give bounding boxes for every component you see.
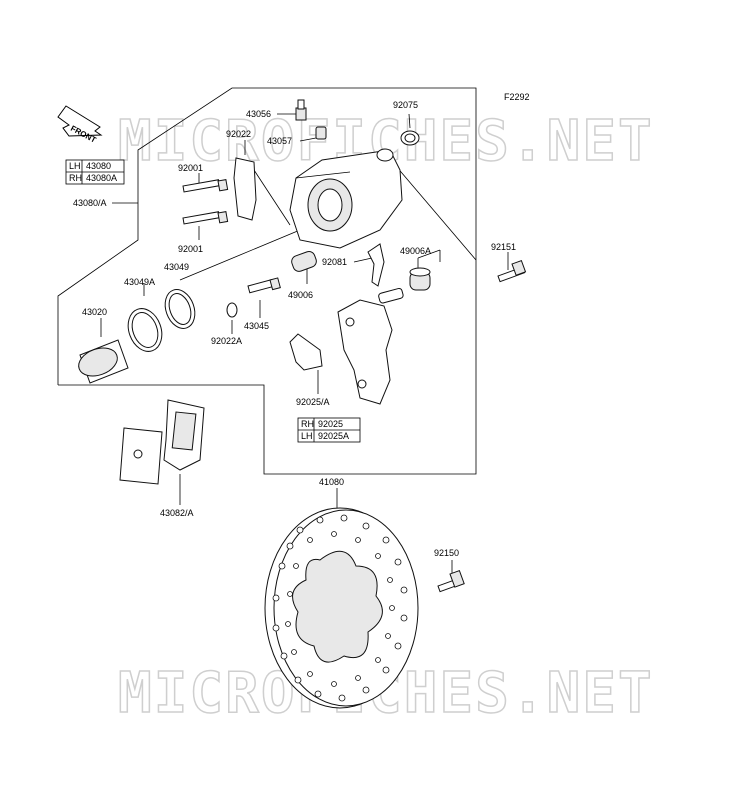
caliper-part-1: 43080 xyxy=(86,161,111,171)
label-92001-bottom: 92001 xyxy=(178,244,203,254)
label-49006: 49006 xyxy=(288,290,313,300)
pad-spring-92025 xyxy=(289,333,323,371)
caliper-part-2: 43080A xyxy=(86,173,117,183)
label-92075: 92075 xyxy=(393,100,418,110)
caliper-side-1: LH xyxy=(69,161,81,171)
label-92150: 92150 xyxy=(434,548,459,558)
brake-disc-41080 xyxy=(264,507,419,709)
assembly-outline xyxy=(57,87,477,475)
caliper-body xyxy=(289,148,403,249)
brake-pads xyxy=(119,399,205,485)
part-labels: 43056 43057 92075 92022 92001 92001 4308… xyxy=(73,100,516,558)
label-41080: 41080 xyxy=(319,477,344,487)
label-43082A: 43082/A xyxy=(160,508,194,518)
label-43049A: 43049A xyxy=(124,277,155,287)
pad-spring-92022 xyxy=(233,157,257,221)
bracket-part-2: 92025A xyxy=(318,431,349,441)
bolt-92150 xyxy=(437,569,465,593)
bleed-cap xyxy=(315,126,327,140)
bracket-part-1: 92025 xyxy=(318,419,343,429)
variant-table-caliper: LH 43080 RH 43080A xyxy=(65,159,125,185)
label-92022A: 92022A xyxy=(211,336,242,346)
label-43057: 43057 xyxy=(267,136,292,146)
label-92001-top: 92001 xyxy=(178,163,203,173)
bolt-92151 xyxy=(497,259,527,283)
label-43056: 43056 xyxy=(246,109,271,119)
bracket-side-1: RH xyxy=(301,419,314,429)
spring-92081 xyxy=(367,243,385,287)
variant-table-bracket: RH 92025 LH 92025A xyxy=(297,417,361,443)
caliper-bracket xyxy=(337,287,404,405)
bleed-valve xyxy=(295,99,307,121)
bolt-92001-top xyxy=(182,179,229,193)
clip-92022A xyxy=(226,302,238,318)
label-43020: 43020 xyxy=(82,307,107,317)
bolt-92001-bottom xyxy=(182,211,229,225)
boot-49006A xyxy=(409,267,431,291)
leader-lines xyxy=(100,113,509,574)
label-43045: 43045 xyxy=(244,321,269,331)
caliper-side-2: RH xyxy=(69,173,82,183)
boot-49006 xyxy=(291,250,317,272)
pin-43045 xyxy=(247,277,281,294)
label-43080A: 43080/A xyxy=(73,198,107,208)
label-92025A: 92025/A xyxy=(296,397,330,407)
bracket-side-2: LH xyxy=(301,431,313,441)
label-92081: 92081 xyxy=(322,257,347,267)
label-92022: 92022 xyxy=(226,129,251,139)
figure-code: F2292 xyxy=(504,92,530,102)
label-43049: 43049 xyxy=(164,262,189,272)
label-92151: 92151 xyxy=(491,242,516,252)
front-arrow-icon: FRONT xyxy=(57,105,103,145)
label-49006A: 49006A xyxy=(400,246,431,256)
piston-43020 xyxy=(78,339,129,384)
